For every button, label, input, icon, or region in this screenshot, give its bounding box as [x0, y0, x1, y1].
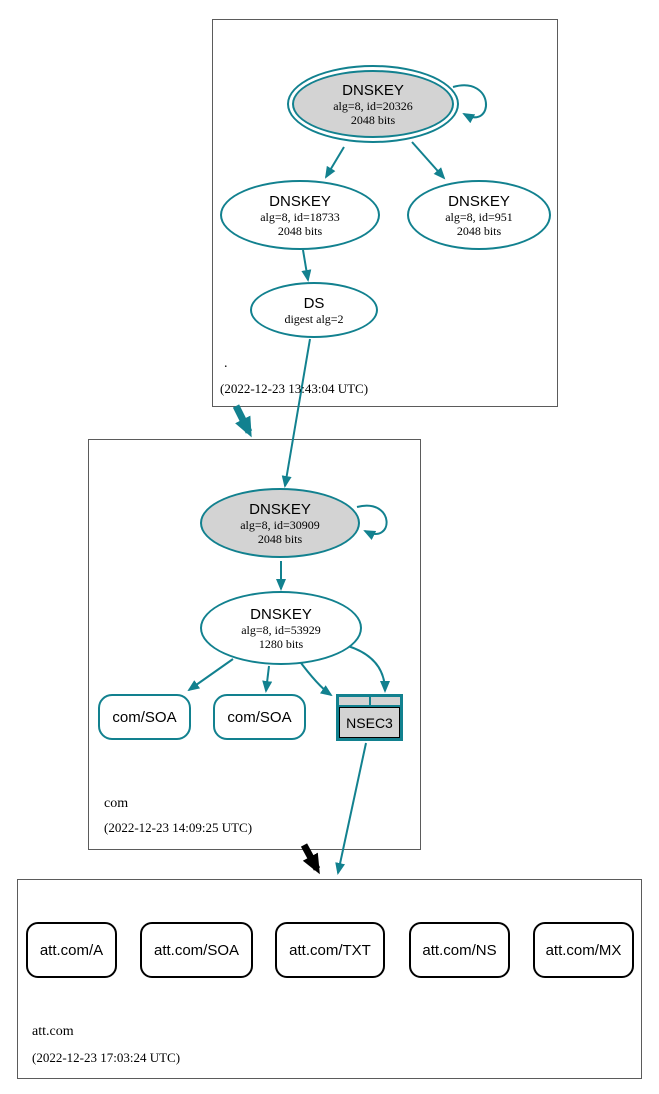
nsec3-label-cell: NSEC3 — [339, 707, 400, 738]
edge-com-zsk-to-nsec3-top — [347, 645, 390, 693]
node-title: DS — [303, 294, 325, 312]
zone-timestamp-com: (2022-12-23 14:09:25 UTC) — [104, 820, 253, 835]
node-detail: 1280 bits — [258, 636, 304, 651]
node-root-ksk-dnskey-20326[interactable]: DNSKEY alg=8, id=20326 2048 bits — [287, 65, 459, 143]
zone-timestamp-root: (2022-12-23 13:43:04 UTC) — [220, 381, 369, 396]
rrset-label: att.com/A — [39, 941, 104, 959]
edge-root-ksk-to-zsk18733 — [324, 146, 345, 179]
zone-box-att-com — [17, 879, 642, 1079]
edge-delegation-root-to-com — [232, 404, 253, 438]
edge-zsk18733-to-ds — [301, 249, 312, 282]
node-detail: 2048 bits — [257, 531, 303, 546]
rrset-label: att.com/SOA — [153, 941, 240, 959]
node-att-com-mx[interactable]: att.com/MX — [533, 922, 634, 978]
edge-delegation-com-to-att-com — [300, 843, 321, 875]
rrset-label: att.com/NS — [422, 941, 497, 959]
zone-name-att-com: att.com — [32, 1024, 74, 1039]
rrset-label: com/SOA — [227, 708, 292, 726]
node-root-ds[interactable]: DS digest alg=2 — [250, 282, 378, 338]
node-detail: 2048 bits — [456, 223, 502, 238]
node-detail: digest alg=2 — [284, 311, 344, 326]
edge-root-ksk-to-zsk951 — [411, 141, 446, 180]
node-title: DNSKEY — [249, 500, 311, 518]
edge-ds-to-com-ksk — [281, 338, 311, 488]
node-att-com-a[interactable]: att.com/A — [26, 922, 117, 978]
edge-root-ksk-self-loop — [452, 84, 487, 124]
node-com-zsk-dnskey-53929[interactable]: DNSKEY alg=8, id=53929 1280 bits — [200, 591, 362, 665]
zone-box-com — [88, 439, 421, 850]
zone-name-root: . — [224, 356, 228, 371]
node-root-zsk-dnskey-18733[interactable]: DNSKEY alg=8, id=18733 2048 bits — [220, 180, 380, 250]
nsec3-label: NSEC3 — [346, 714, 393, 731]
node-detail: 2048 bits — [350, 112, 396, 127]
node-detail: alg=8, id=30909 — [240, 517, 320, 532]
edge-com-zsk-to-soa-right — [262, 665, 273, 693]
node-root-zsk-dnskey-951[interactable]: DNSKEY alg=8, id=951 2048 bits — [407, 180, 551, 250]
node-com-ksk-dnskey-30909[interactable]: DNSKEY alg=8, id=30909 2048 bits — [200, 488, 360, 558]
zone-timestamp-att-com: (2022-12-23 17:03:24 UTC) — [32, 1050, 181, 1065]
node-detail: alg=8, id=53929 — [241, 622, 321, 637]
node-title: DNSKEY — [342, 81, 404, 99]
node-detail: 2048 bits — [277, 223, 323, 238]
node-detail: alg=8, id=20326 — [333, 98, 413, 113]
node-title: DNSKEY — [448, 192, 510, 210]
zone-name-com: com — [104, 796, 129, 811]
node-com-soa-left[interactable]: com/SOA — [98, 694, 191, 740]
node-com-nsec3[interactable]: NSEC3 — [336, 694, 403, 741]
edge-com-ksk-self-loop — [356, 504, 388, 540]
node-title: DNSKEY — [250, 605, 312, 623]
node-title: DNSKEY — [269, 192, 331, 210]
node-root-ksk-inner: DNSKEY alg=8, id=20326 2048 bits — [292, 70, 454, 138]
edge-com-zsk-to-soa-left — [187, 658, 234, 692]
nsec3-cell-left — [339, 697, 369, 705]
zone-box-root — [212, 19, 558, 407]
edge-nsec3-to-att-com — [335, 742, 367, 875]
node-detail: alg=8, id=18733 — [260, 209, 340, 224]
nsec3-cell-right — [370, 697, 400, 705]
rrset-label: com/SOA — [112, 708, 177, 726]
node-att-com-soa[interactable]: att.com/SOA — [140, 922, 253, 978]
node-att-com-txt[interactable]: att.com/TXT — [275, 922, 385, 978]
edge-com-zsk-to-nsec3-side — [297, 658, 333, 697]
node-att-com-ns[interactable]: att.com/NS — [409, 922, 510, 978]
node-com-soa-right[interactable]: com/SOA — [213, 694, 306, 740]
rrset-label: att.com/MX — [545, 941, 622, 959]
rrset-label: att.com/TXT — [289, 941, 371, 959]
node-detail: alg=8, id=951 — [445, 209, 513, 224]
